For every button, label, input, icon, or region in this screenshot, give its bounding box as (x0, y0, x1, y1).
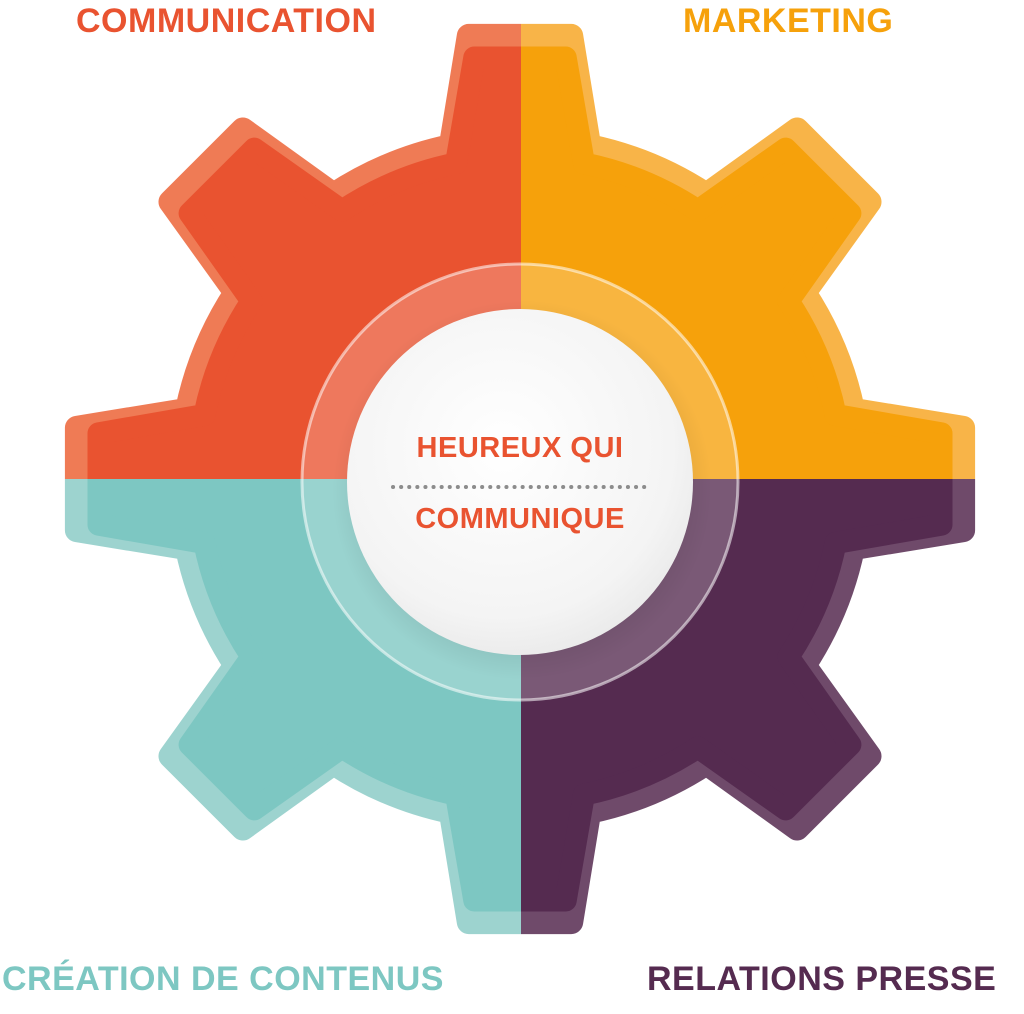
label-communication: COMMUNICATION (76, 2, 377, 40)
label-relations-presse: RELATIONS PRESSE (647, 960, 997, 998)
label-creation-de-contenus: CRÉATION DE CONTENUS (2, 960, 444, 998)
center-disc (347, 309, 693, 655)
center-title-line2: COMMUNIQUE (415, 503, 625, 535)
label-marketing: MARKETING (683, 2, 894, 40)
center-title-line1: HEUREUX QUI (416, 432, 624, 464)
